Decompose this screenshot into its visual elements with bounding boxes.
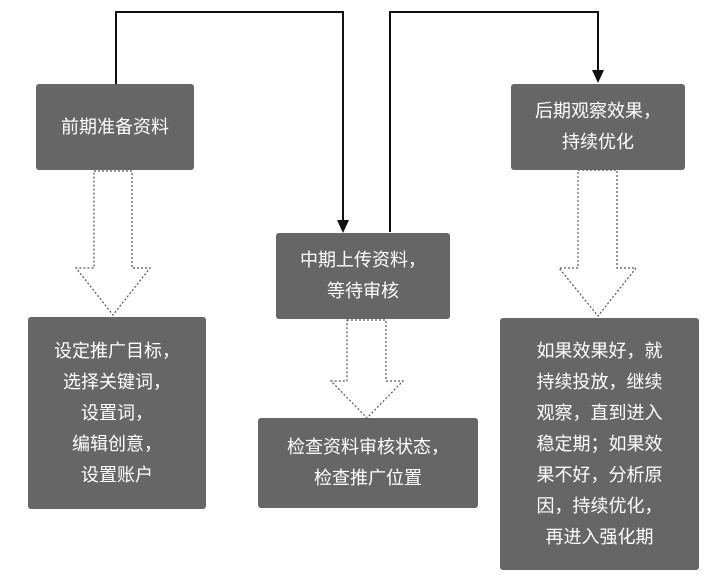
connector-mid-to-late	[389, 11, 599, 232]
detail-text-mid: 检查资料审核状态， 检查推广位置	[287, 437, 449, 489]
detail-box-prep: 设定推广目标， 选择关键词， 设置词， 编辑创意， 设置账户	[28, 317, 206, 509]
arrowhead-to-mid	[337, 220, 349, 233]
detail-box-mid: 检查资料审核状态， 检查推广位置	[258, 418, 478, 508]
connector-prep-to-mid	[115, 11, 344, 222]
arrowhead-to-late	[592, 70, 604, 83]
stage-label-mid: 中期上传资料， 等待审核	[300, 250, 426, 302]
detail-box-late: 如果效果好，就 持续投放，继续 观察，直到进入 稳定期；如果效 果不好，分析原 …	[500, 318, 699, 570]
stage-label-prep: 前期准备资料	[61, 116, 169, 138]
detail-text-prep: 设定推广目标， 选择关键词， 设置词， 编辑创意， 设置账户	[54, 340, 180, 486]
stage-box-mid: 中期上传资料， 等待审核	[276, 233, 450, 319]
detail-text-late: 如果效果好，就 持续投放，继续 观察，直到进入 稳定期；如果效 果不好，分析原 …	[536, 340, 663, 548]
stage-box-prep: 前期准备资料	[36, 84, 194, 170]
stage-label-late: 后期观察效果， 持续优化	[535, 101, 661, 153]
dotted-arrow-mid	[329, 319, 405, 419]
dotted-arrow-late	[557, 169, 638, 317]
stage-box-late: 后期观察效果， 持续优化	[511, 84, 685, 170]
dotted-arrow-prep	[74, 170, 152, 316]
